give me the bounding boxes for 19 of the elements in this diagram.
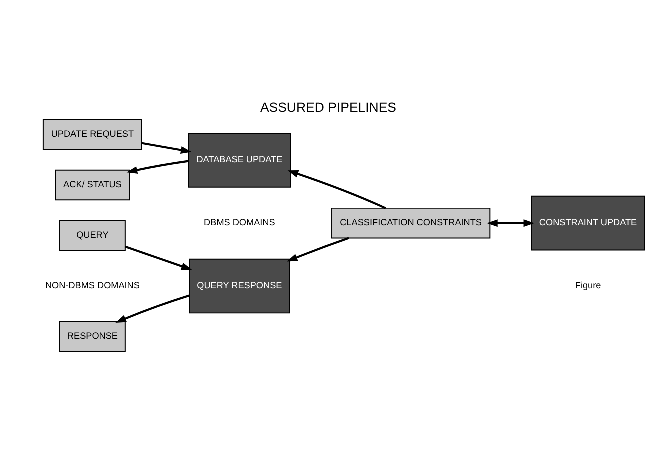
node-box: DATABASE UPDATE [188, 132, 292, 188]
node-box: CLASSIFICATION CONSTRAINTS [332, 207, 491, 238]
node-box: RESPONSE [60, 320, 126, 352]
node-box: ACK/ STATUS [55, 169, 130, 200]
diagram-title: ASSURED PIPELINES [260, 100, 397, 115]
arrow [116, 294, 190, 323]
node-box: QUERY RESPONSE [189, 258, 290, 314]
arrow [126, 160, 189, 174]
arrow [487, 219, 535, 227]
label: NON-DBMS DOMAINS [45, 280, 140, 290]
node-box: CONSTRAINT UPDATE [531, 195, 646, 250]
label: Figure [575, 280, 602, 290]
node-box: QUERY [60, 220, 126, 251]
label: DBMS DOMAINS [204, 217, 276, 228]
arrow [125, 245, 192, 270]
arrow [142, 142, 192, 154]
node-box: UPDATE REQUEST [42, 118, 142, 150]
arrow [288, 170, 386, 209]
arrow [286, 236, 350, 262]
